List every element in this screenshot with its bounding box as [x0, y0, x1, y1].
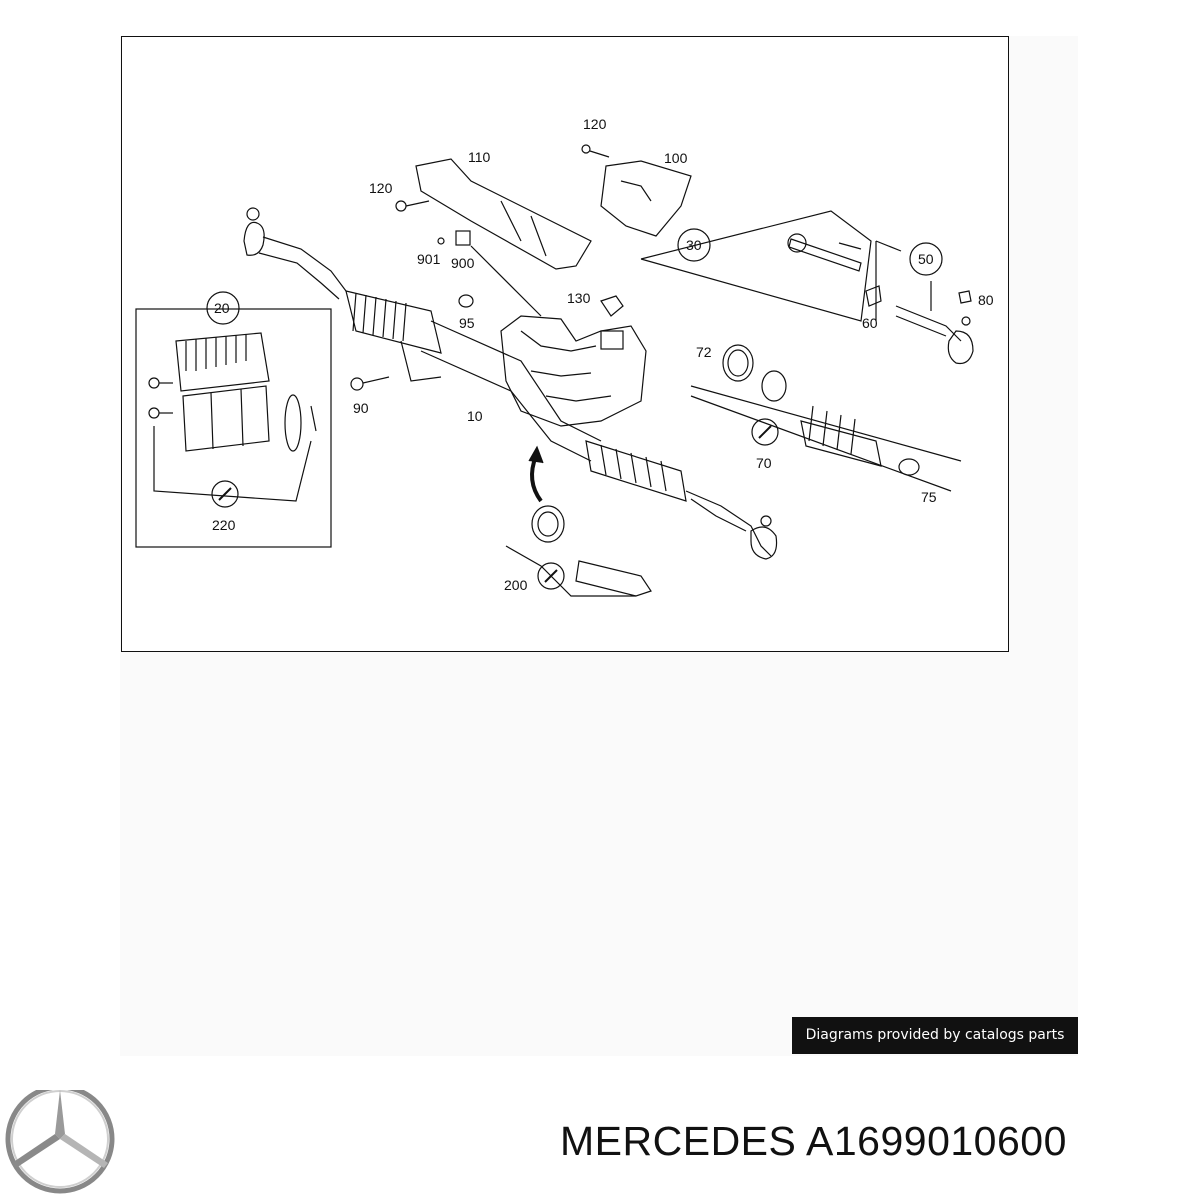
callout-120: 120	[369, 180, 393, 196]
callout-10: 10	[467, 408, 483, 424]
wrench-icon	[211, 480, 239, 508]
callout-130: 130	[567, 290, 591, 306]
callout-circle-50	[909, 242, 943, 276]
callout-75: 75	[921, 489, 937, 505]
callout-95: 95	[459, 315, 475, 331]
callout-100: 100	[664, 150, 688, 166]
brand-name: MERCEDES	[560, 1118, 797, 1164]
callout-72: 72	[696, 344, 712, 360]
callout-90: 90	[353, 400, 369, 416]
callout-200: 200	[504, 577, 528, 593]
callout-70: 70	[756, 455, 772, 471]
left-tie-rod-end	[243, 207, 347, 300]
wrench-icon	[537, 562, 565, 590]
callout-60: 60	[862, 315, 878, 331]
bolts-120	[395, 144, 610, 212]
fasteners	[350, 294, 624, 391]
callout-220: 220	[212, 517, 236, 533]
diagram-credit-badge: Diagrams provided by catalogs parts	[792, 1017, 1078, 1054]
callout-900: 900	[451, 255, 475, 271]
bellow-kit-70	[690, 344, 962, 492]
gear-housing	[500, 315, 647, 427]
callout-30: 30	[686, 237, 702, 253]
part-title: MERCEDES A1699010600	[560, 1118, 1067, 1165]
inner-tie-rod-30	[640, 210, 872, 322]
bracket-100	[600, 160, 692, 237]
right-bellow	[585, 440, 687, 502]
sensor-900	[437, 230, 542, 317]
cover-110	[415, 158, 592, 270]
callout-20: 20	[214, 300, 230, 316]
callout-circle-20	[206, 291, 240, 325]
wrench-icon	[751, 418, 779, 446]
motor-assembly	[135, 308, 332, 548]
outer-tie-rod-50	[865, 240, 974, 365]
callout-50: 50	[918, 251, 934, 267]
part-number: A1699010600	[806, 1118, 1067, 1164]
right-tie-rod-end	[685, 490, 778, 560]
callout-110: 110	[468, 149, 491, 165]
mercedes-star-icon	[5, 1090, 115, 1194]
left-bellow	[345, 290, 442, 354]
rack-tube	[400, 320, 602, 462]
seal-200	[505, 445, 652, 597]
parts-diagram-frame: 110 120 100 120 901 900 30 50 80 60 130 …	[121, 36, 1009, 652]
callout-901: 901	[417, 251, 441, 267]
callout-80: 80	[978, 292, 994, 308]
steering-rack-exploded-diagram: 110 120 100 120 901 900 30 50 80 60 130 …	[135, 116, 994, 597]
callout-circle-30	[677, 228, 711, 262]
callout-120: 120	[583, 116, 607, 132]
